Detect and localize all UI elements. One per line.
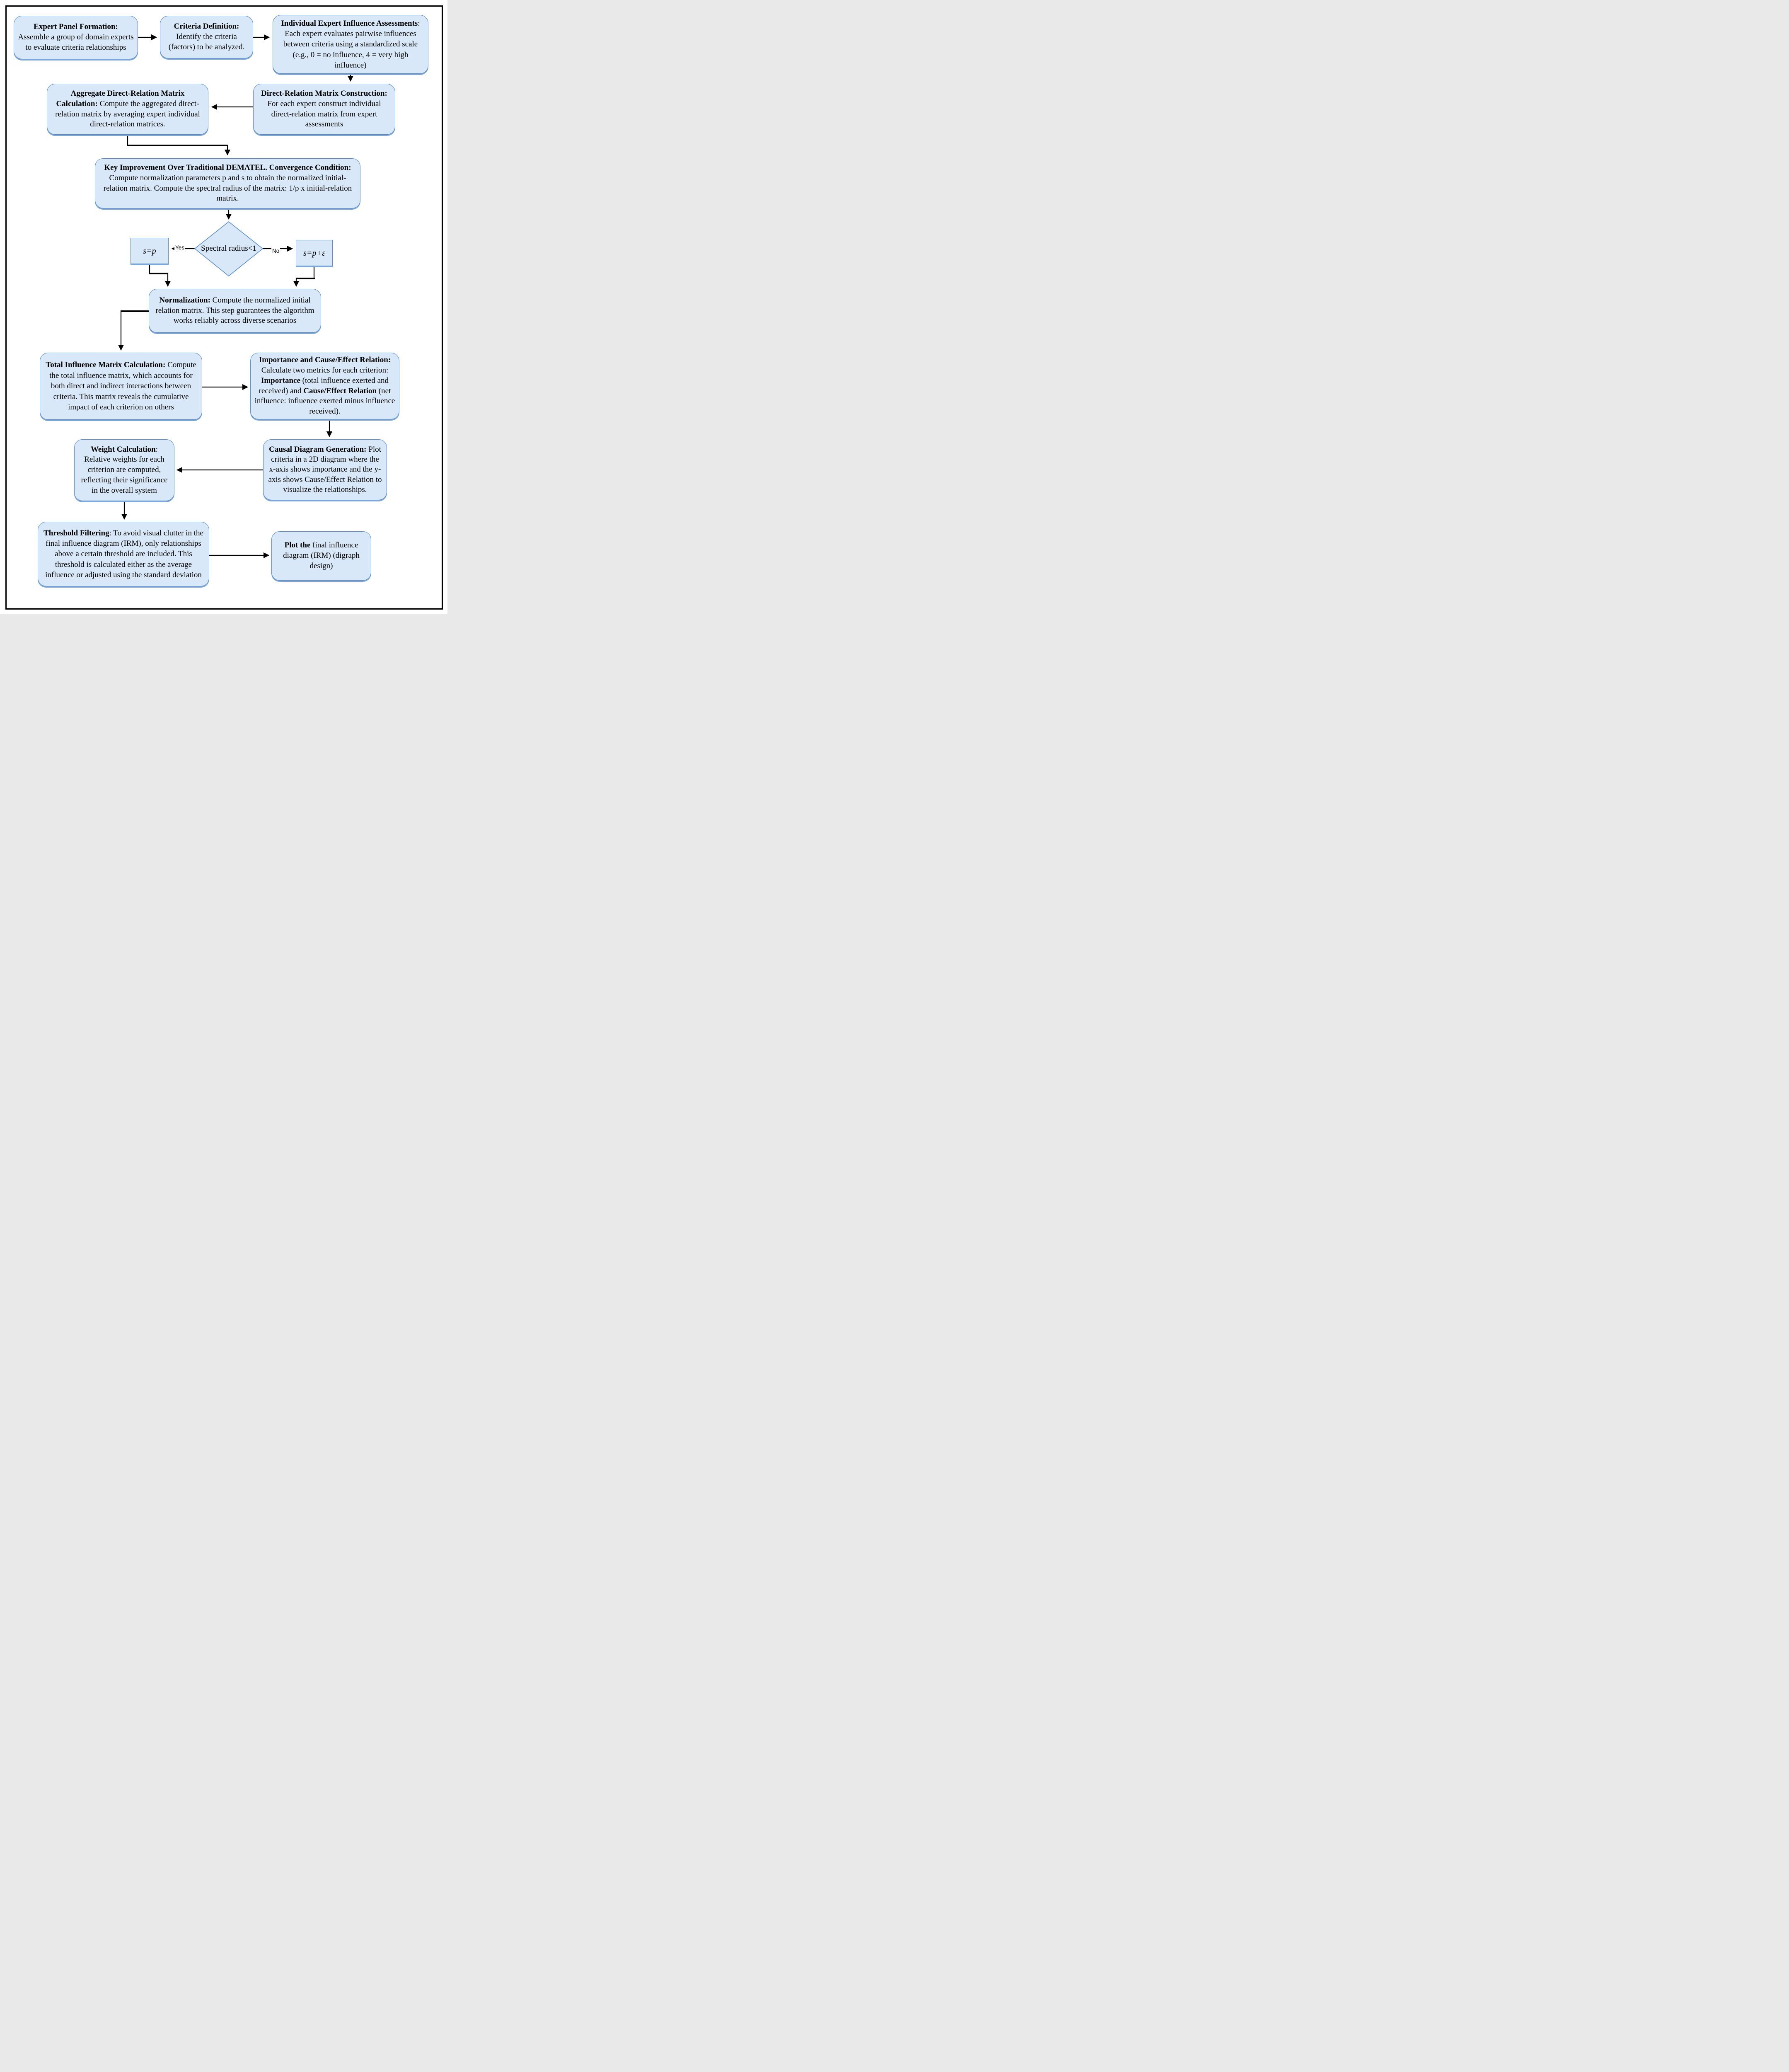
- connector-speps-to-normalization: [293, 266, 315, 287]
- node-aggregate-direct-relation-matrix: Aggregate Direct-Relation Matrix Calcula…: [47, 84, 208, 135]
- node-normalization: Normalization: Compute the normalized in…: [149, 289, 321, 333]
- connector-layer: [118, 34, 354, 559]
- decision-label-spectral-radius: Spectral radius<1: [201, 244, 256, 253]
- node-importance-and-cause-effect-relation: Importance and Cause/Effect Relation: Ca…: [250, 353, 399, 419]
- node-criteria-definition: Criteria Definition: Identify the criter…: [160, 16, 253, 58]
- node-direct-relation-matrix-construction: Direct-Relation Matrix Construction: For…: [253, 84, 395, 135]
- edge-label-no: No: [271, 248, 280, 254]
- flowchart-page: Expert Panel Formation: Assemble a group…: [0, 0, 447, 614]
- node-key-improvement-convergence-condition: Key Improvement Over Traditional DEMATEL…: [95, 158, 360, 208]
- node-s-equals-p: s=p: [131, 238, 169, 264]
- edge-label-yes: Yes: [174, 244, 186, 251]
- connector-sp-to-normalization: [149, 264, 171, 287]
- node-weight-calculation: Weight Calculation: Relative weights for…: [74, 439, 174, 501]
- decision-diamond: [194, 221, 264, 277]
- connector-normalization-to-totalinfluence: [118, 310, 149, 351]
- node-s-equals-p-plus-epsilon: s=p+ε: [296, 240, 333, 266]
- node-causal-diagram-generation: Causal Diagram Generation: Plot criteria…: [263, 439, 387, 500]
- node-expert-panel-formation: Expert Panel Formation: Assemble a group…: [14, 16, 138, 59]
- node-individual-expert-influence-assessments: Individual Expert Influence Assessments:…: [273, 15, 428, 74]
- node-threshold-filtering: Threshold Filtering: To avoid visual clu…: [38, 522, 209, 586]
- node-plot-final-influence-diagram: Plot the final influence diagram (IRM) (…: [271, 531, 371, 581]
- figure-border: [5, 5, 443, 610]
- node-total-influence-matrix-calculation: Total Influence Matrix Calculation: Comp…: [40, 353, 202, 420]
